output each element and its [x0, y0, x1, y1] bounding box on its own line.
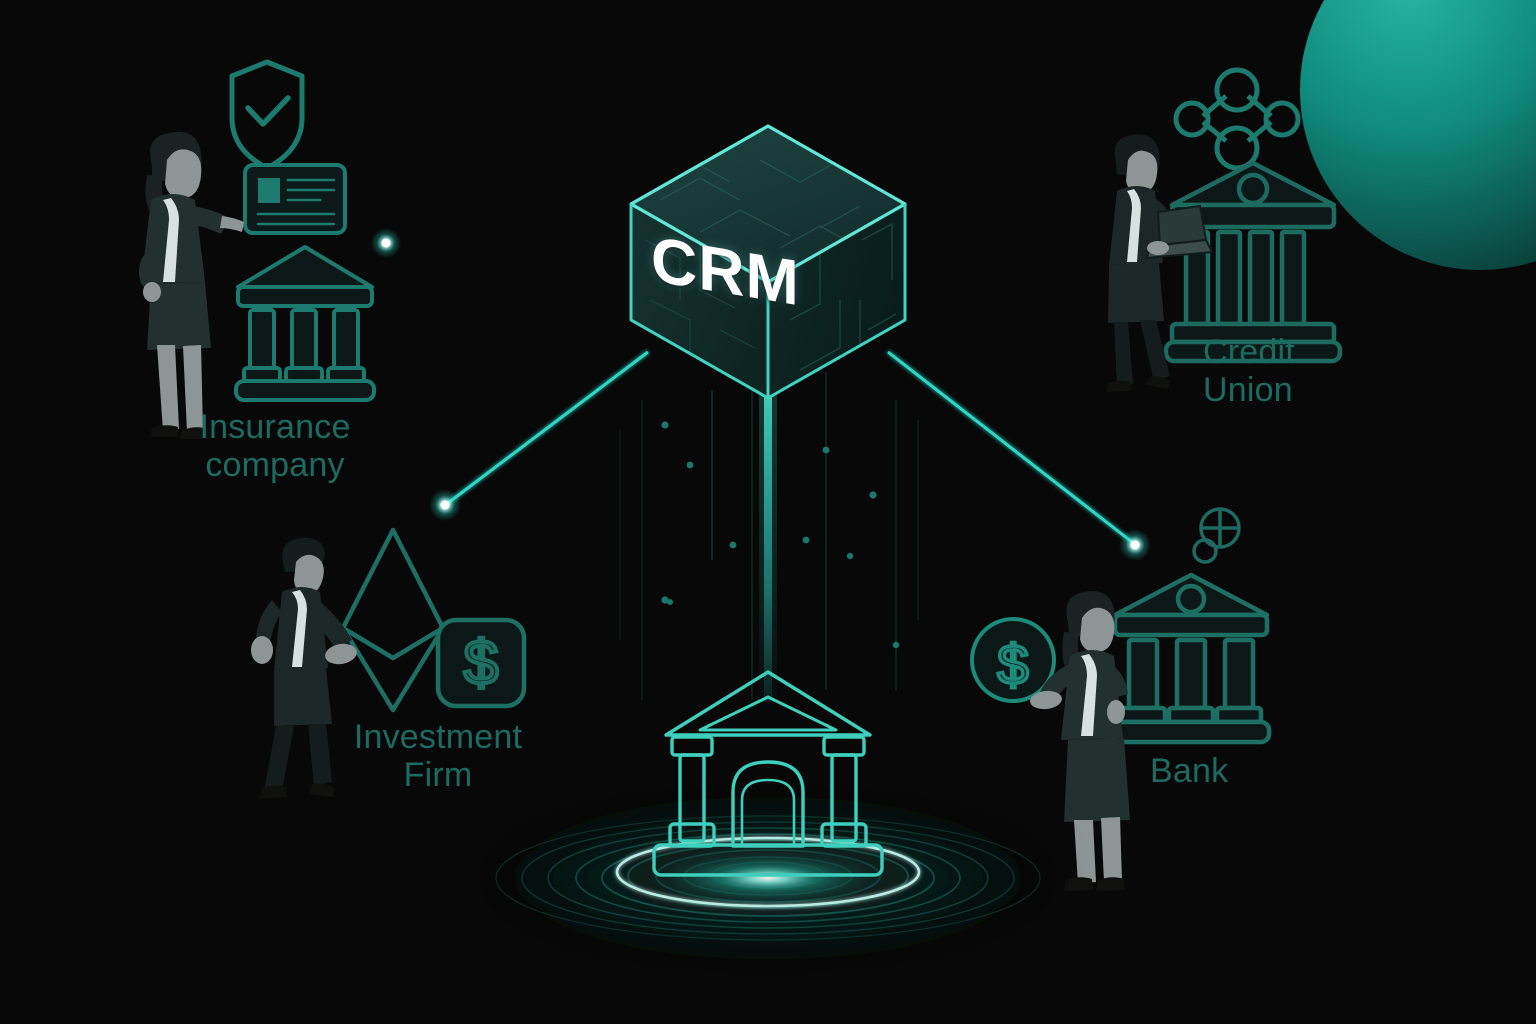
hologram-core-glow: [648, 850, 888, 906]
id-card-icon: [243, 163, 347, 235]
person-man-with-laptop: [1107, 134, 1214, 392]
node-investment-firm[interactable]: $: [251, 527, 527, 799]
dollar-square-icon: $: [435, 617, 527, 709]
bank-building-icon: [1163, 160, 1343, 364]
connector-lines: [371, 228, 1152, 561]
node-credit-union[interactable]: [1107, 67, 1343, 392]
data-stream-lines: [619, 365, 919, 720]
person-woman-pointing: [139, 131, 244, 439]
bank-building-icon: [1110, 572, 1272, 745]
teal-planet: [1300, 0, 1536, 270]
person-woman-holding-coin: [1030, 591, 1130, 891]
person-man-walking: [251, 537, 357, 799]
node-bank[interactable]: $: [970, 507, 1272, 891]
crm-cube[interactable]: [629, 124, 907, 400]
hologram-beam: [759, 372, 777, 702]
svg-text:$: $: [464, 629, 498, 698]
connector-investment-firm: [429, 350, 649, 521]
bank-building-icon: [234, 245, 376, 402]
dollar-coin-icon: $: [970, 617, 1056, 703]
network-nodes-icon: [1173, 67, 1301, 171]
hologram-bank-building: [652, 670, 884, 877]
node-insurance-company[interactable]: [139, 59, 376, 439]
ethereum-icon: [340, 527, 446, 713]
crosshair-icon: [1192, 507, 1241, 564]
svg-text:$: $: [997, 633, 1028, 696]
connector-bank: [887, 350, 1151, 561]
bank-hologram[interactable]: [468, 670, 1068, 956]
connector-insurance: [371, 228, 636, 258]
